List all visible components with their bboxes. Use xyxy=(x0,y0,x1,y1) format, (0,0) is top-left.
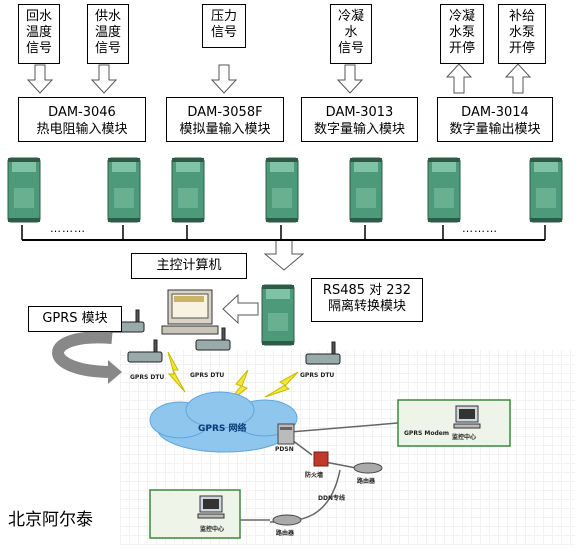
signal-text-1: 回水 温度 信号 xyxy=(25,9,52,56)
module-desc-4: 数字量输出模块 xyxy=(449,122,541,137)
arrow-down-3 xyxy=(210,64,238,94)
module-model-3: DAM-3013 xyxy=(325,105,394,120)
signal-text-4: 冷凝 水 信号 xyxy=(337,9,364,56)
module-model-2: DAM-3058F xyxy=(187,105,263,120)
ellipsis-1: ……… xyxy=(50,222,86,235)
module-box-4: DAM-3014 数字量输出模块 xyxy=(437,97,553,142)
host-computer xyxy=(161,289,219,335)
gprs-module-label: GPRS 模块 xyxy=(42,311,108,326)
router-label-2: 路由器 xyxy=(276,530,295,537)
dtu-label-3: GPRS DTU xyxy=(300,372,335,379)
arrow-converter-host xyxy=(222,293,259,325)
signal-box-3: 压力 信号 xyxy=(202,4,246,48)
lightning-1 xyxy=(167,351,186,393)
arrow-up-6 xyxy=(504,63,532,94)
router-icon-1 xyxy=(353,462,383,474)
dam-devices xyxy=(7,157,563,346)
lightning-3 xyxy=(264,371,299,398)
signal-text-3: 压力 信号 xyxy=(210,9,237,40)
signal-text-5: 冷凝 水泵 开停 xyxy=(448,9,475,56)
ddn-label: DDN专线 xyxy=(318,495,345,502)
module-desc-2: 模拟量输入模块 xyxy=(179,122,271,137)
firewall-label: 防火墙 xyxy=(305,472,324,479)
center-label-1: 监控中心 xyxy=(452,434,477,441)
arrow-up-5 xyxy=(445,63,473,94)
signal-text-2: 供水 温度 信号 xyxy=(94,9,121,56)
signal-box-1: 回水 温度 信号 xyxy=(18,4,60,64)
brand-text: 北京阿尔泰 xyxy=(8,510,93,530)
gprs-module-label-box: GPRS 模块 xyxy=(28,306,122,332)
module-box-3: DAM-3013 数字量输入模块 xyxy=(301,97,418,142)
signal-box-2: 供水 温度 信号 xyxy=(87,4,129,64)
router-icon-2 xyxy=(272,514,302,526)
module-model-1: DAM-3046 xyxy=(48,105,116,120)
host-label-box: 主控计算机 xyxy=(131,253,247,279)
signal-box-6: 补给 水泵 开停 xyxy=(498,4,546,64)
arrow-bus-host xyxy=(263,239,305,271)
curved-arrow xyxy=(52,331,113,378)
pdsn-server xyxy=(277,423,295,445)
dtu-label-2: GPRS DTU xyxy=(190,372,225,379)
signal-box-5: 冷凝 水泵 开停 xyxy=(440,4,484,64)
arrow-down-1 xyxy=(26,64,54,94)
arrow-down-2 xyxy=(90,64,118,94)
module-box-2: DAM-3058F 模拟量输入模块 xyxy=(166,97,284,142)
module-desc-3: 数字量输入模块 xyxy=(313,122,405,137)
converter-label-box: RS485 对 232 隔离转换模块 xyxy=(311,278,423,322)
ellipsis-2: ……… xyxy=(462,222,498,235)
module-box-1: DAM-3046 热电阻输入模块 xyxy=(18,97,146,142)
dtu-label-1: GPRS DTU xyxy=(130,374,165,381)
arrow-down-4 xyxy=(336,64,364,94)
signal-box-4: 冷凝 水 信号 xyxy=(330,4,372,64)
host-label: 主控计算机 xyxy=(156,258,222,273)
center-label-2: 监控中心 xyxy=(200,526,225,533)
module-desc-1: 热电阻输入模块 xyxy=(36,122,128,137)
router-label-1: 路由器 xyxy=(357,478,376,485)
module-model-4: DAM-3014 xyxy=(461,105,529,120)
pdsn-label: PDSN xyxy=(275,446,294,453)
firewall-icon xyxy=(313,451,329,467)
modem-label: GPRS Modem xyxy=(404,430,450,437)
converter-label: RS485 对 232 隔离转换模块 xyxy=(322,283,412,314)
cloud-label: GPRS 网络 xyxy=(198,424,247,434)
signal-text-6: 补给 水泵 开停 xyxy=(508,9,535,56)
